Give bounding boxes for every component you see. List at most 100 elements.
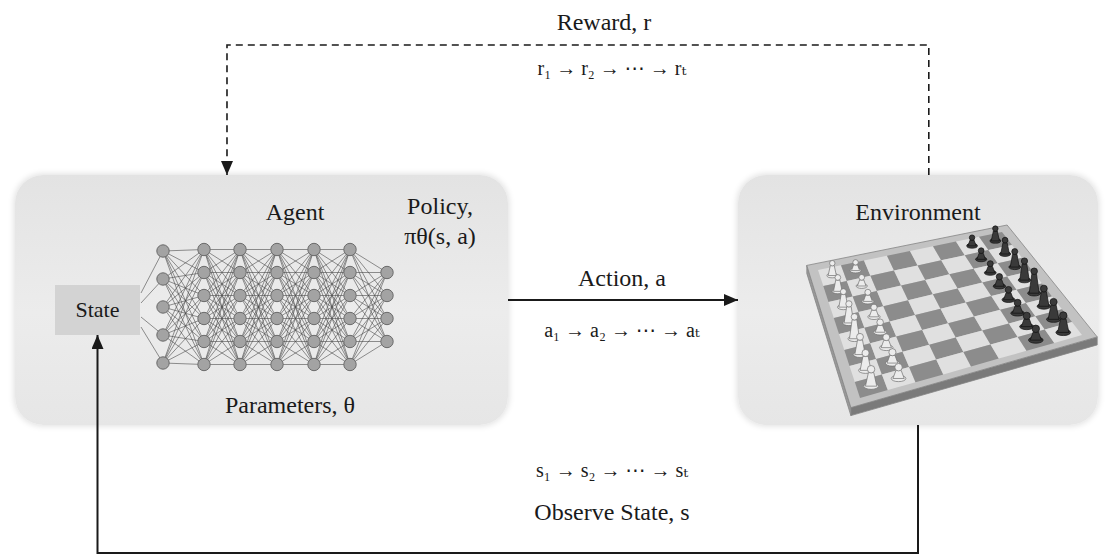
network-link	[204, 250, 240, 319]
black-piece	[999, 237, 1010, 256]
piece-body	[860, 356, 871, 370]
white-piece	[880, 334, 894, 351]
network-link	[350, 273, 387, 319]
board-square	[915, 309, 948, 330]
white-piece	[832, 275, 843, 294]
network-link	[240, 318, 277, 319]
board-square	[966, 296, 1000, 316]
board-square	[941, 255, 973, 274]
network-link	[314, 273, 350, 319]
network-link	[240, 250, 277, 273]
piece-base	[1056, 329, 1071, 335]
board-square	[870, 271, 901, 291]
network-link	[163, 296, 204, 364]
network-link	[350, 341, 387, 342]
network-link	[350, 273, 387, 296]
network-link	[204, 319, 240, 342]
network-link	[314, 273, 350, 319]
piece-head	[895, 363, 902, 370]
piece-body	[1001, 243, 1010, 254]
network-link	[240, 273, 277, 296]
neuron	[344, 243, 356, 255]
piece-base	[885, 360, 899, 366]
piece-base	[850, 268, 861, 273]
piece-base	[832, 289, 843, 294]
piece-head	[987, 261, 993, 267]
network-link	[277, 342, 314, 365]
board-square	[998, 258, 1032, 277]
text-holder: Environment	[855, 197, 980, 227]
piece-base	[990, 239, 1001, 244]
piece-head	[830, 260, 835, 265]
edge-label: Action, a	[578, 263, 666, 293]
piece-head	[867, 366, 874, 373]
neuron	[271, 335, 283, 347]
piece-body	[968, 240, 976, 246]
board-square	[1026, 296, 1062, 316]
board-square	[929, 338, 963, 360]
network-link	[350, 319, 387, 342]
policy-label: Policy, πθ(s, a)	[381, 191, 499, 251]
neuron	[344, 358, 356, 370]
black-piece	[1002, 286, 1015, 302]
network-link	[204, 250, 240, 273]
board-square	[823, 281, 852, 302]
board-edge	[807, 265, 851, 415]
network-link	[240, 296, 277, 319]
neuron	[157, 357, 169, 369]
board-square	[890, 315, 922, 337]
edge-label: Observe State, s	[534, 497, 689, 527]
neuron	[198, 266, 210, 278]
network-link	[240, 250, 277, 365]
piece-body	[1010, 254, 1019, 267]
piece-base	[967, 244, 978, 249]
board-square	[1017, 284, 1052, 304]
network-link	[350, 296, 387, 319]
piece-body	[1048, 305, 1059, 319]
label-holder: r₁ → r₂ → ⋯ → rₜ	[538, 56, 687, 81]
network-link	[240, 296, 277, 319]
neuron	[381, 266, 393, 278]
network-link	[277, 273, 314, 342]
network-link	[277, 296, 314, 365]
network-link	[350, 342, 387, 365]
board-frame	[807, 225, 1097, 408]
piece-base	[891, 375, 906, 381]
piece-body	[1020, 264, 1030, 280]
board-square	[918, 260, 950, 280]
network-link	[314, 250, 350, 319]
network-link	[240, 250, 277, 365]
piece-base	[853, 352, 867, 358]
network-link	[204, 342, 240, 365]
network-link	[163, 273, 204, 280]
piece-head	[1021, 258, 1027, 264]
network-link	[277, 273, 314, 296]
board-square	[834, 312, 865, 334]
network-link	[240, 272, 277, 273]
reward-feedback-arrow	[227, 45, 929, 175]
neuron	[271, 266, 283, 278]
piece-base	[993, 284, 1005, 289]
network-neurons	[157, 243, 393, 370]
board-square	[1035, 309, 1072, 329]
piece-body	[844, 307, 854, 323]
neuron	[234, 358, 246, 370]
white-piece	[850, 260, 861, 273]
white-piece	[864, 366, 879, 390]
neuron	[198, 289, 210, 301]
board-square	[974, 263, 1008, 282]
network-link	[350, 296, 387, 319]
network-link	[277, 319, 314, 342]
neuron	[157, 273, 169, 285]
board-square	[1045, 322, 1082, 343]
network-link	[141, 327, 163, 363]
parameters-label: Parameters, θ	[225, 390, 355, 420]
network-link	[350, 272, 387, 273]
network-link	[240, 273, 277, 319]
piece-head	[889, 349, 896, 356]
piece-body	[851, 265, 859, 271]
piece-base	[856, 284, 867, 289]
piece-base	[837, 305, 849, 310]
network-link	[314, 295, 350, 296]
network-link	[350, 250, 387, 273]
